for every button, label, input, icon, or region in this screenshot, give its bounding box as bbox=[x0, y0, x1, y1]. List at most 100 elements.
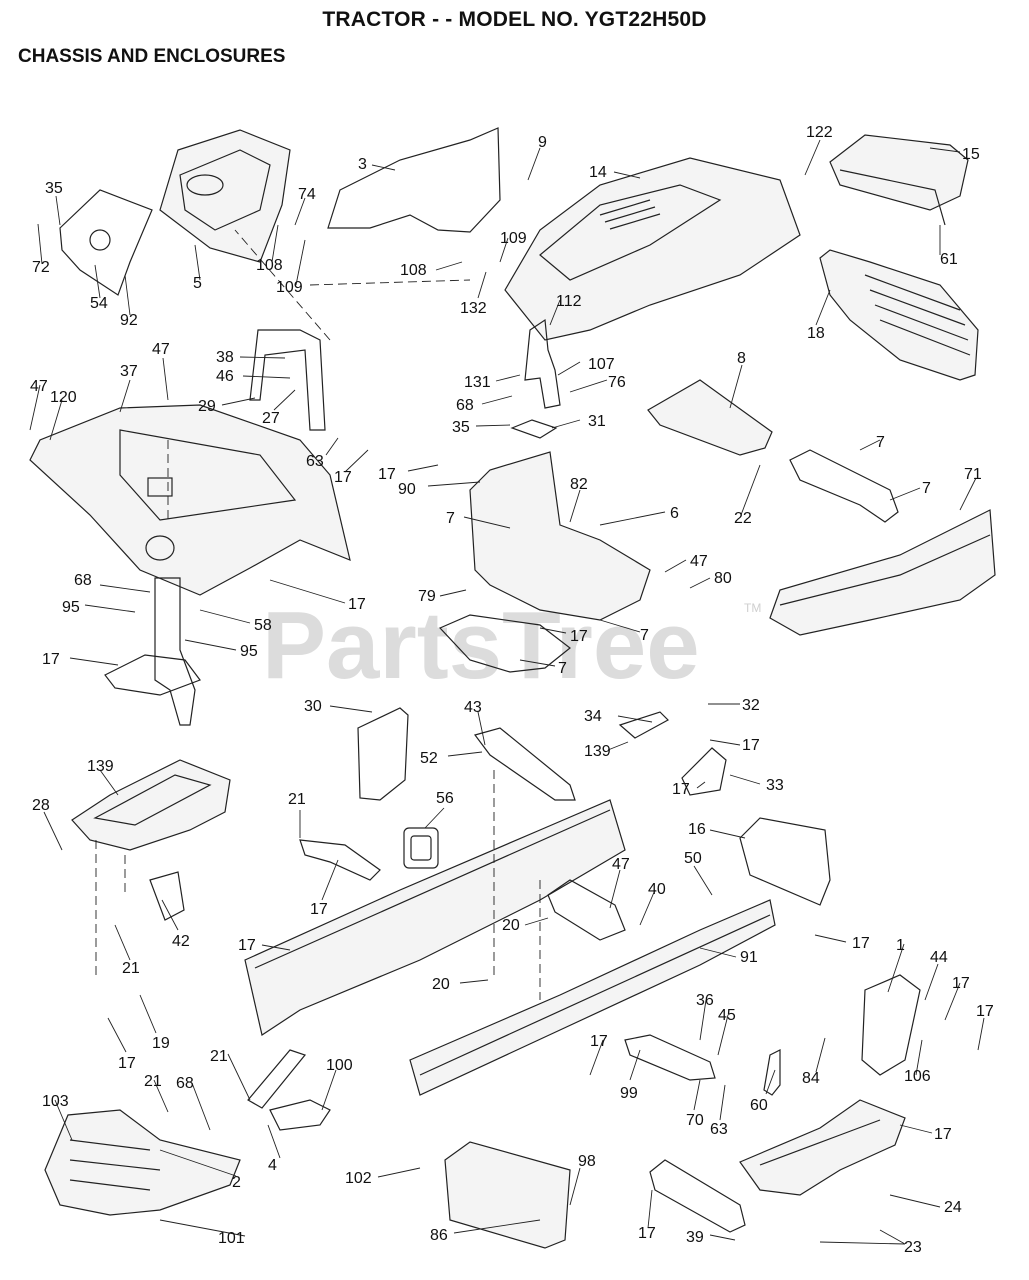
callout-label: 74 bbox=[298, 186, 316, 203]
callout-label: 17 bbox=[42, 651, 60, 668]
callout-label: 15 bbox=[962, 146, 980, 163]
callout-label: 36 bbox=[696, 992, 714, 1009]
callout-label: 86 bbox=[430, 1227, 448, 1244]
callout-label: 131 bbox=[464, 374, 491, 391]
callout-label: 2 bbox=[232, 1174, 241, 1191]
callout-label: 43 bbox=[464, 699, 482, 716]
callout-label: 7 bbox=[446, 510, 455, 527]
watermark: PartsTree bbox=[262, 592, 700, 699]
callout-label: 29 bbox=[198, 398, 216, 415]
watermark-tm: TM bbox=[744, 601, 761, 615]
callout-label: 7 bbox=[558, 660, 567, 677]
callout-label: 108 bbox=[256, 257, 283, 274]
callout-label: 17 bbox=[934, 1126, 952, 1143]
callout-label: 102 bbox=[345, 1170, 372, 1187]
callout-label: 139 bbox=[584, 743, 611, 760]
part-footrest bbox=[44, 1109, 241, 1216]
callout-label: 21 bbox=[210, 1048, 228, 1065]
callout-label: 95 bbox=[240, 643, 258, 660]
callout-label: 68 bbox=[74, 572, 92, 589]
callout-label: 27 bbox=[262, 410, 280, 427]
part-bumper-top bbox=[829, 134, 969, 211]
callout-label: 24 bbox=[944, 1199, 962, 1216]
part-gasket bbox=[403, 827, 439, 869]
callout-label: 40 bbox=[648, 881, 666, 898]
part-hood bbox=[504, 157, 801, 341]
callout-label: 9 bbox=[538, 134, 547, 151]
part-fender bbox=[29, 404, 351, 596]
callout-label: 100 bbox=[326, 1057, 353, 1074]
callout-labels: 122 15 9 3 14 35 74 72 108 109 5 54 92 1… bbox=[30, 124, 994, 1256]
part-bracket-98 bbox=[444, 1141, 571, 1249]
callout-label: 21 bbox=[122, 960, 140, 977]
callout-label: 46 bbox=[216, 368, 234, 385]
callout-label: 4 bbox=[268, 1157, 277, 1174]
part-dash-panel bbox=[469, 451, 651, 621]
part-console bbox=[159, 129, 291, 263]
callout-label: 31 bbox=[588, 413, 606, 430]
callout-label: 108 bbox=[400, 262, 427, 279]
callout-label: 122 bbox=[806, 124, 833, 141]
part-bracket-29 bbox=[249, 329, 326, 431]
callout-label: 18 bbox=[807, 325, 825, 342]
callout-label: 30 bbox=[304, 698, 322, 715]
part-plate-8 bbox=[647, 379, 773, 456]
part-dash-cover bbox=[59, 189, 153, 296]
callout-label: 28 bbox=[32, 797, 50, 814]
callout-label: 132 bbox=[460, 300, 487, 317]
part-steering-cover bbox=[327, 127, 501, 233]
callout-label: 109 bbox=[500, 230, 527, 247]
part-frame-rail bbox=[244, 799, 626, 1036]
callout-label: 76 bbox=[608, 374, 626, 391]
callout-label: 14 bbox=[589, 164, 607, 181]
callout-label: 72 bbox=[32, 259, 50, 276]
part-bracket-43 bbox=[357, 707, 409, 801]
callout-label: 17 bbox=[952, 975, 970, 992]
callout-label: 71 bbox=[964, 466, 982, 483]
callout-label: 17 bbox=[570, 628, 588, 645]
callout-label: 103 bbox=[42, 1093, 69, 1110]
part-rear-support bbox=[739, 1099, 906, 1196]
part-bracket-50 bbox=[739, 817, 831, 906]
callout-label: 17 bbox=[638, 1225, 656, 1242]
callout-label: 84 bbox=[802, 1070, 820, 1087]
callout-label: 112 bbox=[556, 293, 582, 310]
callout-label: 70 bbox=[686, 1112, 704, 1129]
callout-label: 47 bbox=[612, 856, 630, 873]
callout-label: 34 bbox=[584, 708, 602, 725]
callout-label: 107 bbox=[588, 356, 615, 373]
callout-label: 61 bbox=[940, 251, 958, 268]
callout-label: 52 bbox=[420, 750, 438, 767]
section-subtitle: CHASSIS AND ENCLOSURES bbox=[18, 46, 286, 67]
page-title: TRACTOR - - MODEL NO. YGT22H50D bbox=[322, 8, 707, 31]
callout-label: 39 bbox=[686, 1229, 704, 1246]
callout-label: 92 bbox=[120, 312, 138, 329]
callout-label: 58 bbox=[254, 617, 272, 634]
callout-label: 17 bbox=[118, 1055, 136, 1072]
callout-label: 17 bbox=[334, 469, 352, 486]
callout-label: 17 bbox=[348, 596, 366, 613]
callout-label: 19 bbox=[152, 1035, 170, 1052]
callout-label: 21 bbox=[288, 791, 306, 808]
part-grille bbox=[819, 249, 979, 381]
callout-label: 68 bbox=[456, 397, 474, 414]
callout-label: 45 bbox=[718, 1007, 736, 1024]
callout-label: 17 bbox=[742, 737, 760, 754]
callout-label: 54 bbox=[90, 295, 108, 312]
callout-label: 139 bbox=[87, 758, 114, 775]
callout-label: 3 bbox=[358, 156, 367, 173]
callout-label: 32 bbox=[742, 697, 760, 714]
callout-label: 50 bbox=[684, 850, 702, 867]
part-seat-pan bbox=[71, 759, 231, 851]
callout-label: 22 bbox=[734, 510, 752, 527]
callout-label: 99 bbox=[620, 1085, 638, 1102]
callout-label: 20 bbox=[502, 917, 520, 934]
callout-label: 38 bbox=[216, 349, 234, 366]
callout-label: 106 bbox=[904, 1068, 931, 1085]
callout-label: 79 bbox=[418, 588, 436, 605]
callout-label: 17 bbox=[672, 781, 690, 798]
callout-label: 90 bbox=[398, 481, 416, 498]
callout-label: 109 bbox=[276, 279, 303, 296]
callout-label: 95 bbox=[62, 599, 80, 616]
callout-label: 17 bbox=[590, 1033, 608, 1050]
